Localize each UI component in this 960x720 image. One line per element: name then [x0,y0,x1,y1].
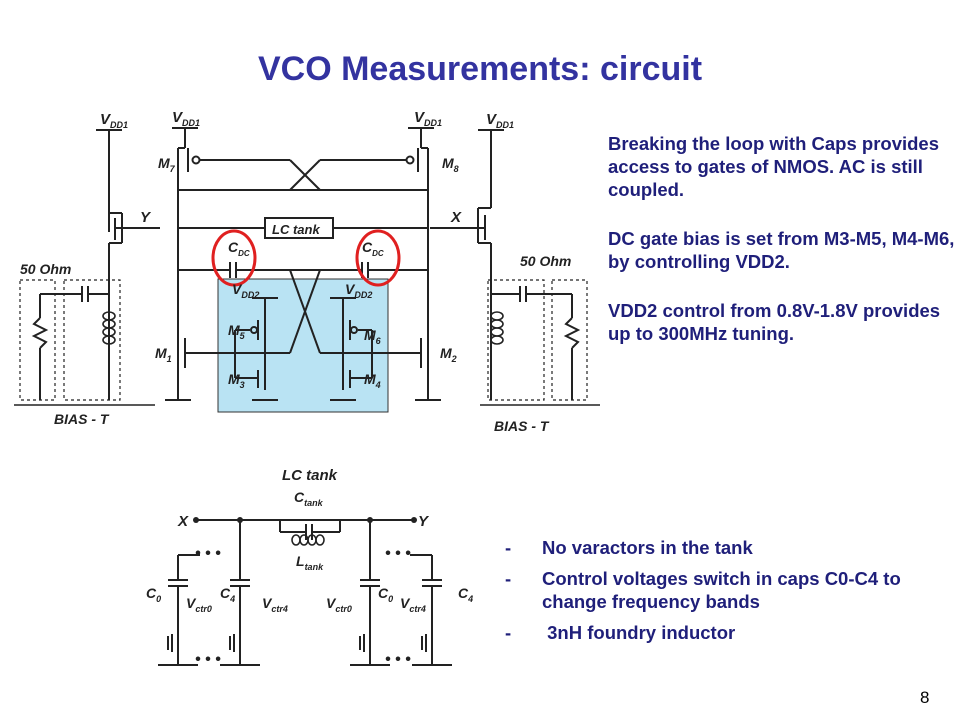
cdc-left-label: CDC [228,239,250,258]
vdd2-left-label: VDD2 [232,281,259,300]
vdd1-label-1: VDD1 [100,111,128,130]
vdd1-label-2: VDD1 [172,109,200,128]
m6-label: M6 [364,327,382,346]
vctr0-right-label: Vctr0 [326,595,352,614]
dots-top-right: • • • [385,545,411,562]
cdc-left-highlight-circle [211,229,257,287]
slide-title: VCO Measurements: circuit [257,50,703,88]
c0-left-label: C0 [146,585,161,604]
c4-left-label: C4 [220,585,235,604]
tank-junction-dot-right [367,517,373,523]
bias-t-left-label: BIAS - T [54,411,110,427]
c4-right-label: C4 [458,585,473,604]
ohm-left-label: 50 Ohm [20,261,71,277]
dots-bottom-right: • • • [385,651,411,668]
note-vdd2-control: VDD2 control from 0.8V-1.8V provides up … [608,300,941,344]
page-number: 8 [920,688,930,707]
m8-label: M8 [442,155,459,174]
cdc-right-label: CDC [362,239,384,258]
tank-title-label: LC tank [282,467,338,484]
lc-tank-box-label: LC tank [272,222,320,237]
tank-y-label: Y [418,513,430,530]
bias-transistor-highlight-box [217,278,389,413]
tank-bullet-list: -No varactors in the tank -Control volta… [505,536,960,652]
c0-right-label: C0 [378,585,393,604]
dots-top-left: • • • [195,545,221,562]
vdd1-label-4: VDD1 [486,111,514,130]
vctr0-left-label: Vctr0 [186,595,212,614]
explanation-notes: Breaking the loop with Caps provides acc… [608,132,958,371]
m1-label: M1 [155,345,172,364]
ctank-label: Ctank [294,489,324,508]
vdd1-label-3: VDD1 [414,109,442,128]
bullet-marker: - [505,622,512,643]
tank-node-x-dot [193,517,199,523]
node-y-label: Y [140,209,152,226]
dots-bottom-left: • • • [195,651,221,668]
m2-label: M2 [440,345,457,364]
bias-t-right-label: BIAS - T [494,418,550,434]
tank-node-y-dot [411,517,417,523]
vdd2-right-label: VDD2 [345,281,372,300]
cdc-right-highlight-circle [355,229,401,287]
m5-label: M5 [228,322,246,341]
m4-label: M4 [364,371,381,390]
vctr4-left-label: Vctr4 [262,595,288,614]
bullet-item: - 3nH foundry inductor [505,622,736,643]
bullet-item: -Control voltages switch in caps C0-C4 t… [505,568,901,612]
note-dc-gate-bias: DC gate bias is set from M3-M5, M4-M6, b… [608,228,955,272]
m7-label: M7 [158,155,176,174]
ltank-label: Ltank [296,553,324,572]
bullet-marker: - [505,537,512,558]
note-breaking-loop: Breaking the loop with Caps provides acc… [608,133,939,200]
m3-label: M3 [228,371,245,390]
tank-x-label: X [177,513,189,530]
bullet-item: -No varactors in the tank [505,537,753,558]
tank-junction-dot-left [237,517,243,523]
ohm-right-label: 50 Ohm [520,253,571,269]
bullet-marker: - [505,568,512,589]
node-x-label: X [450,209,462,226]
vctr4-right-label: Vctr4 [400,595,426,614]
